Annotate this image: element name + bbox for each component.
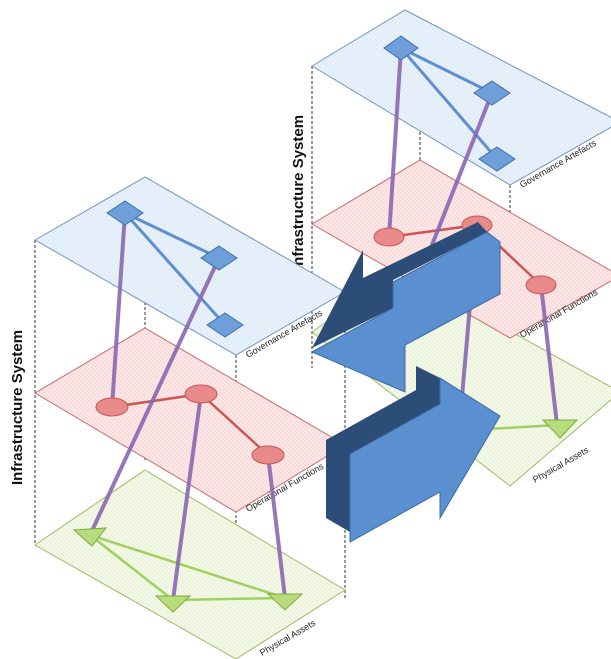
diamond-node bbox=[106, 200, 144, 226]
diamond-node bbox=[473, 80, 511, 106]
system-left: Physical Assets Operational Functions Go… bbox=[9, 176, 347, 659]
circle-node bbox=[373, 227, 405, 247]
physical-nodes-right bbox=[541, 419, 579, 439]
governance-nodes-right bbox=[383, 35, 516, 172]
arrow-left-icon bbox=[310, 222, 501, 393]
system-title-right: Infrastructure System bbox=[290, 115, 307, 270]
diamond-node bbox=[383, 35, 419, 61]
triangle-node bbox=[541, 419, 579, 439]
diamond-node bbox=[206, 312, 244, 338]
triangle-node bbox=[72, 527, 108, 547]
circle-node bbox=[251, 445, 285, 465]
governance-nodes-left bbox=[106, 200, 244, 338]
circle-node bbox=[184, 384, 218, 404]
triangle-node bbox=[154, 595, 192, 613]
governance-links-right bbox=[399, 46, 499, 160]
governance-plane-right bbox=[311, 9, 611, 186]
system-title-left: Infrastructure System bbox=[9, 330, 26, 485]
circle-node bbox=[525, 275, 557, 295]
triangle-node bbox=[266, 593, 304, 611]
physical-nodes-left bbox=[72, 527, 304, 613]
cross-links-left bbox=[88, 211, 287, 602]
diamond-node bbox=[478, 146, 516, 172]
governance-links-left bbox=[123, 211, 227, 326]
physical-links-left bbox=[89, 533, 286, 602]
arrow-right-icon bbox=[326, 366, 501, 543]
diamond-node bbox=[200, 245, 238, 271]
circle-node bbox=[95, 397, 129, 417]
operational-nodes-left bbox=[95, 384, 285, 465]
